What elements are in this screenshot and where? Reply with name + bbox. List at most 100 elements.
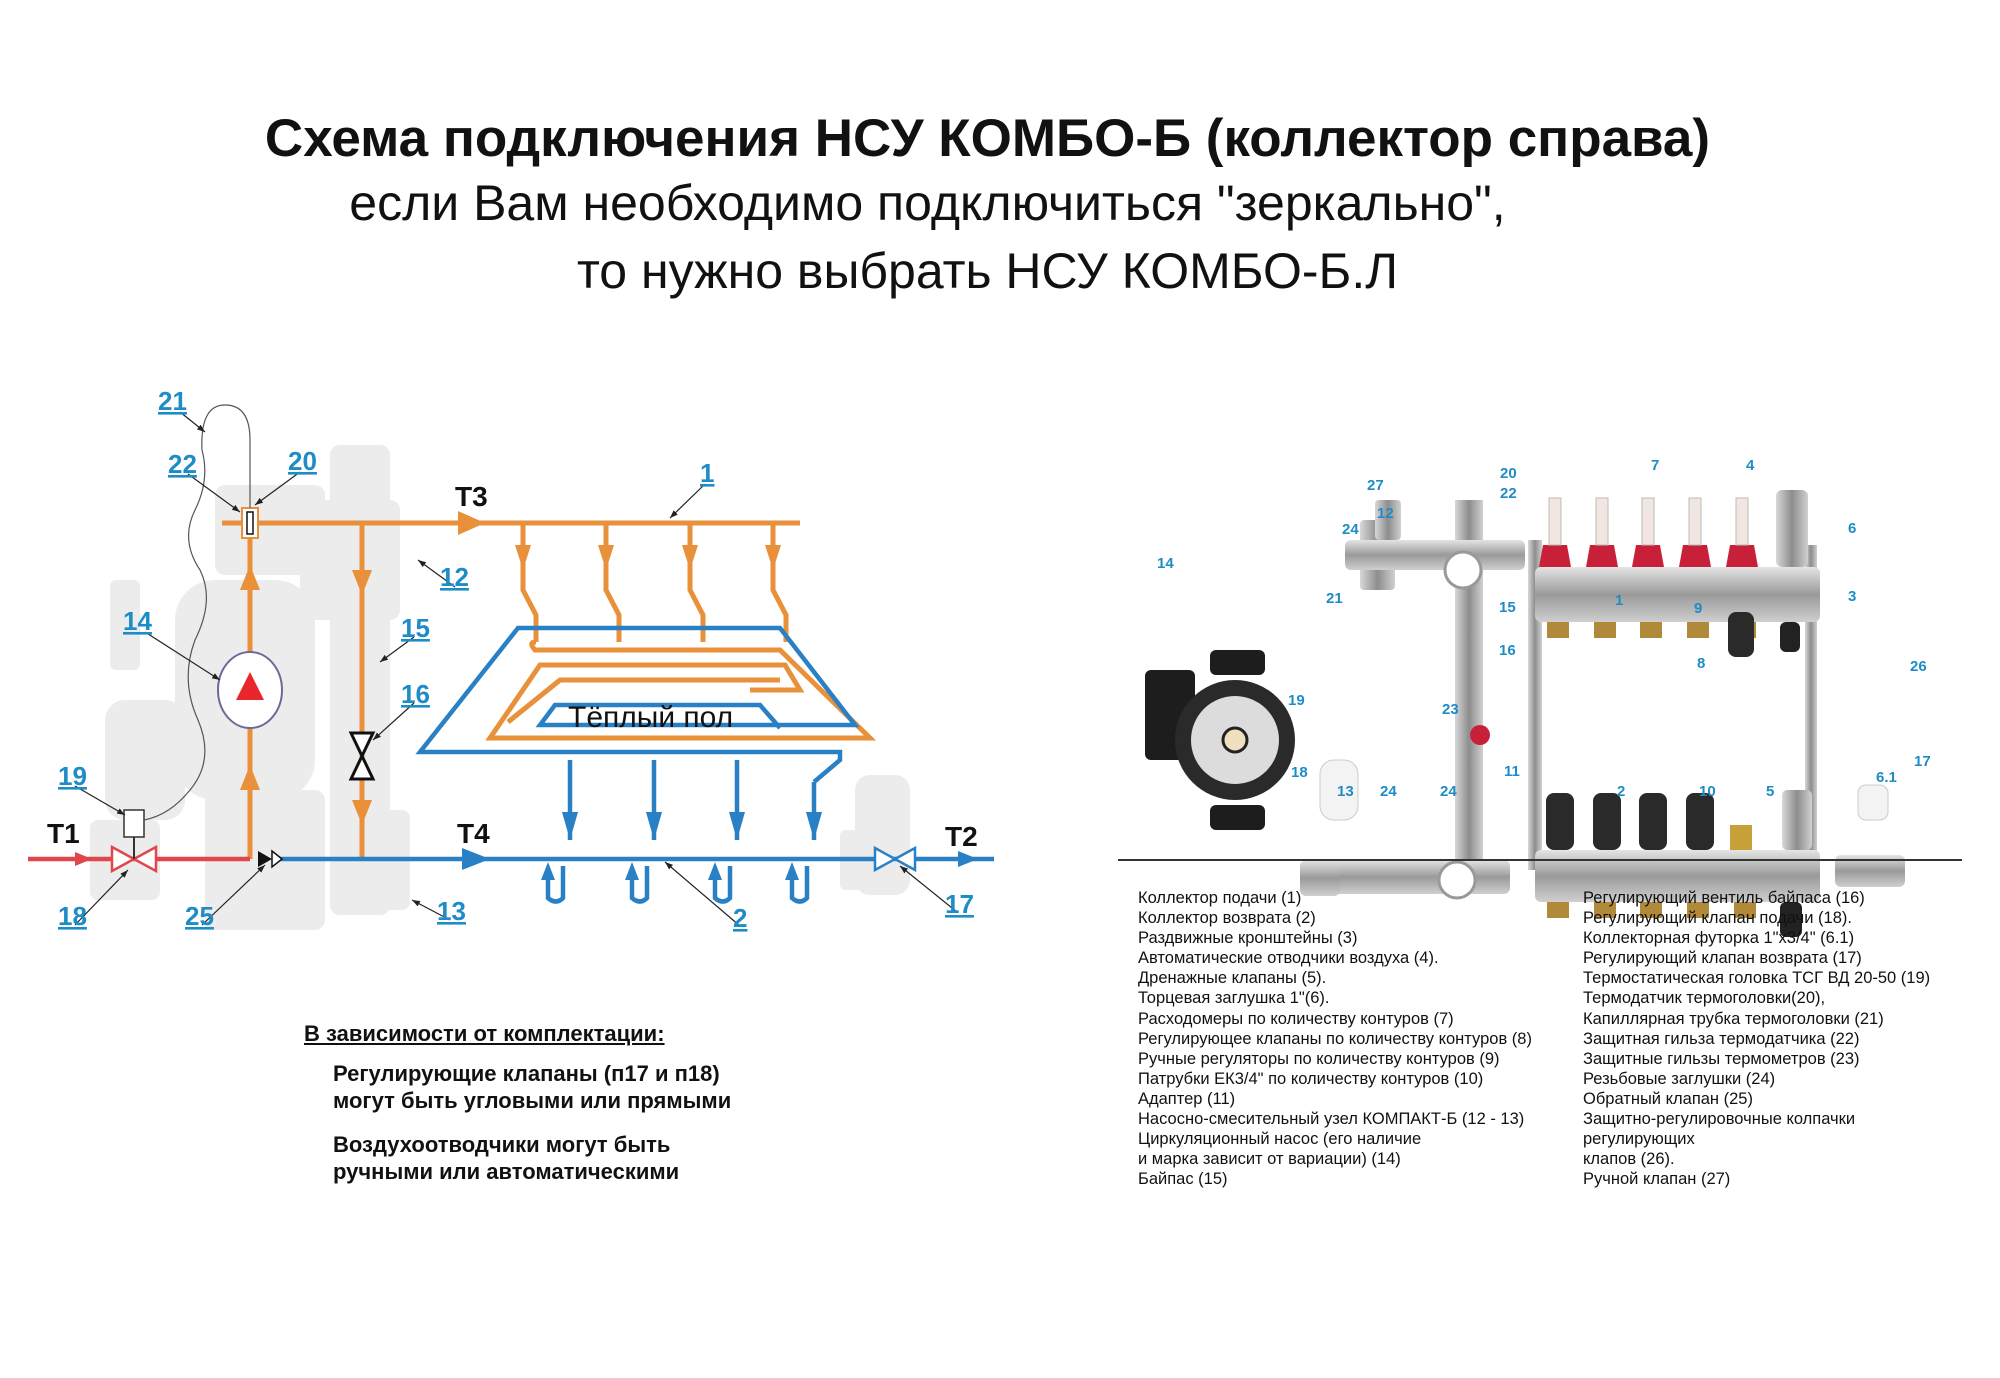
- callout-14: 14: [123, 606, 152, 636]
- callout-20: 20: [288, 446, 317, 476]
- legend-item: Ручной клапан (27): [1583, 1170, 1731, 1189]
- callout-13: 13: [437, 896, 466, 926]
- callout-1: 1: [700, 458, 714, 488]
- legend-right-column: Регулирующий вентиль байпаса (16) Регули…: [1583, 888, 1930, 1189]
- photo-callout: 6.1: [1876, 769, 1897, 786]
- return-valve-17: [873, 845, 917, 873]
- legend-item: Расходомеры по количеству контуров (7): [1138, 1009, 1454, 1028]
- legend-item: Регулирующее клапаны по количеству конту…: [1138, 1029, 1532, 1048]
- photo-callout: 17: [1914, 753, 1931, 770]
- callout-12: 12: [440, 562, 469, 592]
- return-flow-arrows: [462, 812, 978, 880]
- photo-callout: 10: [1699, 783, 1716, 800]
- notes-heading: В зависимости от комплектации:: [304, 1021, 665, 1046]
- legend-item: Коллектор возврата (2): [1138, 909, 1316, 928]
- photo-callout: 4: [1746, 457, 1755, 474]
- legend-item: Термодатчик термоголовки(20),: [1583, 989, 1826, 1008]
- legend-item: Циркуляционный насос (его наличие: [1138, 1130, 1422, 1149]
- notes-valves: Регулирующие клапаны (п17 и п18) могут б…: [333, 1060, 731, 1114]
- supply-manifold-1: [1535, 567, 1820, 622]
- thermostatic-head-19-photo: [1319, 759, 1359, 821]
- pump-arrow-icon: [236, 672, 264, 700]
- photo-callout: 26: [1910, 658, 1927, 675]
- legend-item: Насосно-смесительный узел КОМПАКТ-Б (12 …: [1138, 1110, 1525, 1129]
- label-t2: T2: [945, 821, 978, 852]
- legend-item: Адаптер (11): [1138, 1089, 1236, 1108]
- supply-valve-18-photo: [1300, 860, 1340, 896]
- callout-leaders: [74, 411, 958, 927]
- air-vent-4: [1776, 490, 1808, 567]
- check-valve-25: [258, 851, 272, 867]
- photo-callout: 15: [1499, 599, 1516, 616]
- return-valve-17-photo: [1835, 855, 1905, 887]
- callout-19: 19: [58, 761, 87, 791]
- photo-callout: 3: [1848, 588, 1856, 605]
- callout-25: 25: [185, 901, 214, 931]
- photo-callout: 19: [1288, 692, 1305, 709]
- manifold-photo: [1145, 490, 1905, 937]
- capillary-tube-21: [143, 404, 251, 821]
- legend-item: Регулирующий клапан возврата (17): [1583, 949, 1862, 968]
- ghost-background-fittings: [90, 445, 910, 930]
- photo-callout: 22: [1500, 485, 1517, 502]
- cap-26: [1857, 784, 1889, 821]
- label-t1: T1: [47, 818, 80, 849]
- label-t4: T4: [457, 818, 490, 849]
- notes-valves-line2: могут быть угловыми или прямыми: [333, 1088, 732, 1113]
- legend-item: Защитные гильзы термометров (23): [1583, 1049, 1860, 1068]
- legend-item: Термостатическая головка ТСГ ВД 20-50 (1…: [1583, 969, 1931, 988]
- bypass-15: [1455, 500, 1483, 700]
- inlet-arrow: [75, 852, 92, 866]
- photo-callout: 18: [1291, 764, 1308, 781]
- photo-callout: 7: [1651, 457, 1659, 474]
- legend-item: и марка зависит от вариации) (14): [1138, 1150, 1401, 1169]
- photo-callout: 24: [1342, 521, 1359, 538]
- legend-left-column: Коллектор подачи (1) Коллектор возврата …: [1138, 888, 1532, 1189]
- title-subline-2: то нужно выбрать НСУ КОМБО-Б.Л: [576, 243, 1399, 299]
- photo-callout: 20: [1500, 465, 1517, 482]
- regulating-valve-8: [1730, 825, 1752, 850]
- warm-floor-label: Тёплый пол: [568, 701, 733, 734]
- photo-callout: 23: [1442, 701, 1459, 718]
- legend-item: Коллекторная футорка 1"x3/4" (6.1): [1583, 929, 1855, 948]
- callout-21: 21: [158, 386, 187, 416]
- legend-item: Раздвижные кронштейны (3): [1138, 929, 1358, 948]
- callout-2: 2: [733, 903, 747, 933]
- thermostatic-head-19: [123, 809, 145, 838]
- return-manifold-2: [1535, 850, 1820, 902]
- photo-callout: 8: [1697, 655, 1705, 672]
- callout-15: 15: [401, 613, 430, 643]
- photo-callout: 1: [1615, 592, 1623, 609]
- photo-callout: 24: [1440, 783, 1457, 800]
- supply-flow-arrows: [240, 511, 781, 825]
- notes-valves-line1: Регулирующие клапаны (п17 и п18): [333, 1061, 720, 1086]
- legend-item: клапов (26).: [1583, 1150, 1675, 1169]
- check-valve-body: [271, 849, 284, 869]
- notes-air-vents: Воздухоотводчики могут быть ручными или …: [333, 1131, 679, 1185]
- manual-regulators-9: [1546, 612, 1754, 850]
- callout-22: 22: [168, 449, 197, 479]
- photo-callout: 9: [1694, 600, 1702, 617]
- photo-callout: 13: [1337, 783, 1354, 800]
- photo-callout: 14: [1157, 555, 1174, 572]
- thermo-sensor-20: [246, 511, 254, 535]
- photo-callout: 27: [1367, 477, 1384, 494]
- photo-callout: 2: [1617, 783, 1625, 800]
- notes-air-vents-line1: Воздухоотводчики могут быть: [333, 1132, 671, 1157]
- manual-valve-27: [1375, 500, 1401, 540]
- thermometer-top: [1443, 550, 1483, 590]
- thermometer-bottom: [1437, 860, 1477, 900]
- legend-item: Автоматические отводчики воздуха (4).: [1138, 949, 1439, 968]
- photo-callout: 24: [1380, 783, 1397, 800]
- callout-17: 17: [945, 889, 974, 919]
- bypass-valve-16-photo: [1470, 725, 1490, 745]
- legend-item: Капиллярная трубка термоголовки (21): [1583, 1009, 1884, 1028]
- photo-callout-numbers: 14 27 12 24 20 22 7 4 6 1 3 21 15 9 16 8…: [1157, 457, 1931, 800]
- legend-item: Ручные регуляторы по количеству контуров…: [1138, 1049, 1500, 1068]
- callout-16: 16: [401, 679, 430, 709]
- photo-callout: 21: [1326, 590, 1343, 607]
- photo-callout: 11: [1504, 763, 1520, 780]
- bypass-valve-16: [348, 731, 376, 781]
